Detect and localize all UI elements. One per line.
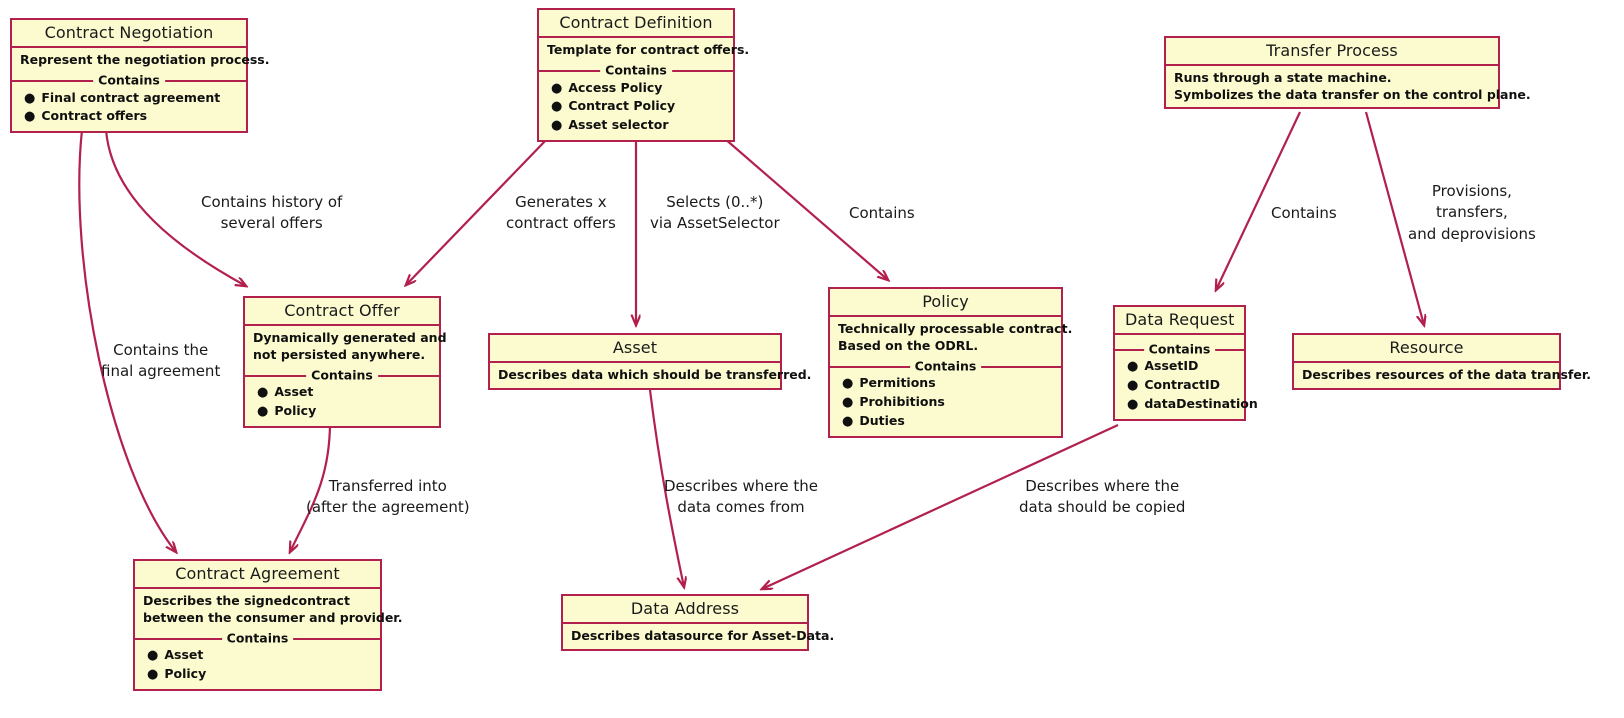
node-contract-negotiation[interactable]: Contract Negotiation Represent the negot…	[10, 18, 270, 134]
node-resource[interactable]: Resource Describes resources of the data…	[1292, 333, 1591, 390]
list-item: ●Final contract agreement	[24, 89, 221, 106]
node-items: ●Asset ●Policy	[245, 380, 439, 426]
list-item: ●Asset selector	[551, 117, 669, 134]
bullet-icon: ●	[551, 99, 563, 115]
node-title: Transfer Process	[1166, 38, 1498, 66]
node-section-label: Contains	[221, 630, 294, 645]
node-section-label: Contains	[93, 72, 165, 88]
node-items: ●Asset ●Policy	[135, 643, 380, 689]
node-section-label: Contains	[909, 358, 982, 373]
bullet-icon: ●	[551, 118, 563, 134]
node-description: Represent the negotiation process.	[20, 52, 270, 67]
node-description: Describes data which should be transferr…	[498, 367, 812, 382]
list-item: ●Policy	[147, 665, 207, 682]
edge-label-neg-to-offer: Contains history of several offers	[201, 193, 343, 233]
node-title: Data Address	[563, 596, 807, 624]
edge-label-def-to-policy: Contains	[849, 204, 915, 222]
list-item: ●Policy	[257, 402, 317, 419]
edge-label-tp-to-resource: Provisions, transfers, and deprovisions	[1408, 182, 1536, 243]
bullet-icon: ●	[257, 385, 269, 400]
list-item: ●Duties	[842, 412, 905, 429]
node-contract-definition[interactable]: Contract Definition Template for contrac…	[537, 8, 750, 143]
node-description: Runs through a state machine. Symbolizes…	[1174, 70, 1531, 102]
node-title: Policy	[830, 289, 1061, 317]
node-section-label: Contains	[1143, 341, 1216, 356]
node-title: Contract Negotiation	[12, 20, 246, 48]
node-section-divider: Contains	[830, 358, 1061, 373]
node-items: ●AssetID ●ContractID ●dataDestination	[1115, 354, 1258, 419]
edge-label-neg-to-agreement: Contains the final agreement	[101, 341, 221, 381]
edge-tp-to-request	[1216, 111, 1301, 290]
node-description: Describes the signedcontract between the…	[143, 593, 403, 625]
node-section-divider: Contains	[135, 630, 380, 645]
bullet-icon: ●	[1127, 377, 1139, 393]
node-policy[interactable]: Policy Technically processable contract.…	[828, 287, 1073, 438]
node-section-divider: Contains	[1115, 341, 1244, 356]
edge-label-offer-to-agreement: Transferred into (after the agreement)	[306, 477, 470, 517]
bullet-icon: ●	[842, 413, 854, 429]
node-items: ●Final contract agreement ●Contract offe…	[12, 86, 246, 132]
edge-label-asset-to-address: Describes where the data comes from	[664, 477, 818, 517]
node-section-divider: Contains	[12, 72, 246, 88]
list-item: ●ContractID	[1127, 376, 1220, 393]
node-data-request[interactable]: Data Request Contains ●AssetID ●Contract…	[1113, 305, 1258, 421]
bullet-icon: ●	[257, 403, 269, 419]
bullet-icon: ●	[147, 666, 159, 682]
node-description: Describes resources of the data transfer…	[1302, 367, 1591, 382]
node-data-address[interactable]: Data Address Describes datasource for As…	[561, 594, 835, 651]
list-item: ●Prohibitions	[842, 393, 945, 410]
list-item: ●Access Policy	[551, 79, 663, 96]
node-title: Contract Offer	[245, 298, 439, 326]
edge-label-request-to-address: Describes where the data should be copie…	[1019, 477, 1186, 517]
edge-label-def-to-offer: Generates x contract offers	[506, 193, 616, 233]
edge-label-def-to-asset: Selects (0..*) via AssetSelector	[650, 193, 780, 233]
node-description: Dynamically generated and not persisted …	[253, 330, 447, 362]
list-item: ●AssetID	[1127, 358, 1199, 374]
node-title: Contract Agreement	[135, 561, 380, 589]
list-item: ●Asset	[257, 384, 314, 400]
bullet-icon: ●	[147, 648, 159, 663]
bullet-icon: ●	[24, 90, 36, 106]
node-title: Asset	[490, 335, 780, 363]
list-item: ●dataDestination	[1127, 395, 1258, 412]
node-description: Technically processable contract. Based …	[838, 321, 1073, 353]
node-section-divider: Contains	[539, 62, 733, 78]
node-description: Template for contract offers.	[547, 42, 750, 57]
node-transfer-process[interactable]: Transfer Process Runs through a state ma…	[1164, 36, 1531, 109]
node-section-label: Contains	[600, 62, 672, 78]
node-items: ●Permitions ●Prohibitions ●Duties	[830, 371, 1061, 436]
bullet-icon: ●	[24, 109, 36, 125]
node-title: Resource	[1294, 335, 1559, 363]
bullet-icon: ●	[1127, 359, 1139, 374]
bullet-icon: ●	[551, 80, 563, 96]
edge-label-tp-to-request: Contains	[1271, 204, 1337, 222]
node-description: Describes datasource for Asset-Data.	[571, 628, 835, 643]
node-section-divider: Contains	[245, 367, 439, 382]
node-items: ●Access Policy ●Contract Policy ●Asset s…	[539, 76, 733, 141]
bullet-icon: ●	[842, 376, 854, 391]
node-section-label: Contains	[306, 367, 378, 382]
node-asset[interactable]: Asset Describes data which should be tra…	[488, 333, 812, 390]
list-item: ●Asset	[147, 647, 204, 663]
node-contract-offer[interactable]: Contract Offer Dynamically generated and…	[243, 296, 447, 428]
list-item: ●Contract Policy	[551, 98, 676, 115]
list-item: ●Contract offers	[24, 108, 148, 125]
node-title: Data Request	[1115, 307, 1244, 335]
node-contract-agreement[interactable]: Contract Agreement Describes the signedc…	[133, 559, 403, 691]
bullet-icon: ●	[1127, 396, 1139, 412]
bullet-icon: ●	[842, 394, 854, 410]
node-title: Contract Definition	[539, 10, 733, 38]
list-item: ●Permitions	[842, 375, 936, 391]
